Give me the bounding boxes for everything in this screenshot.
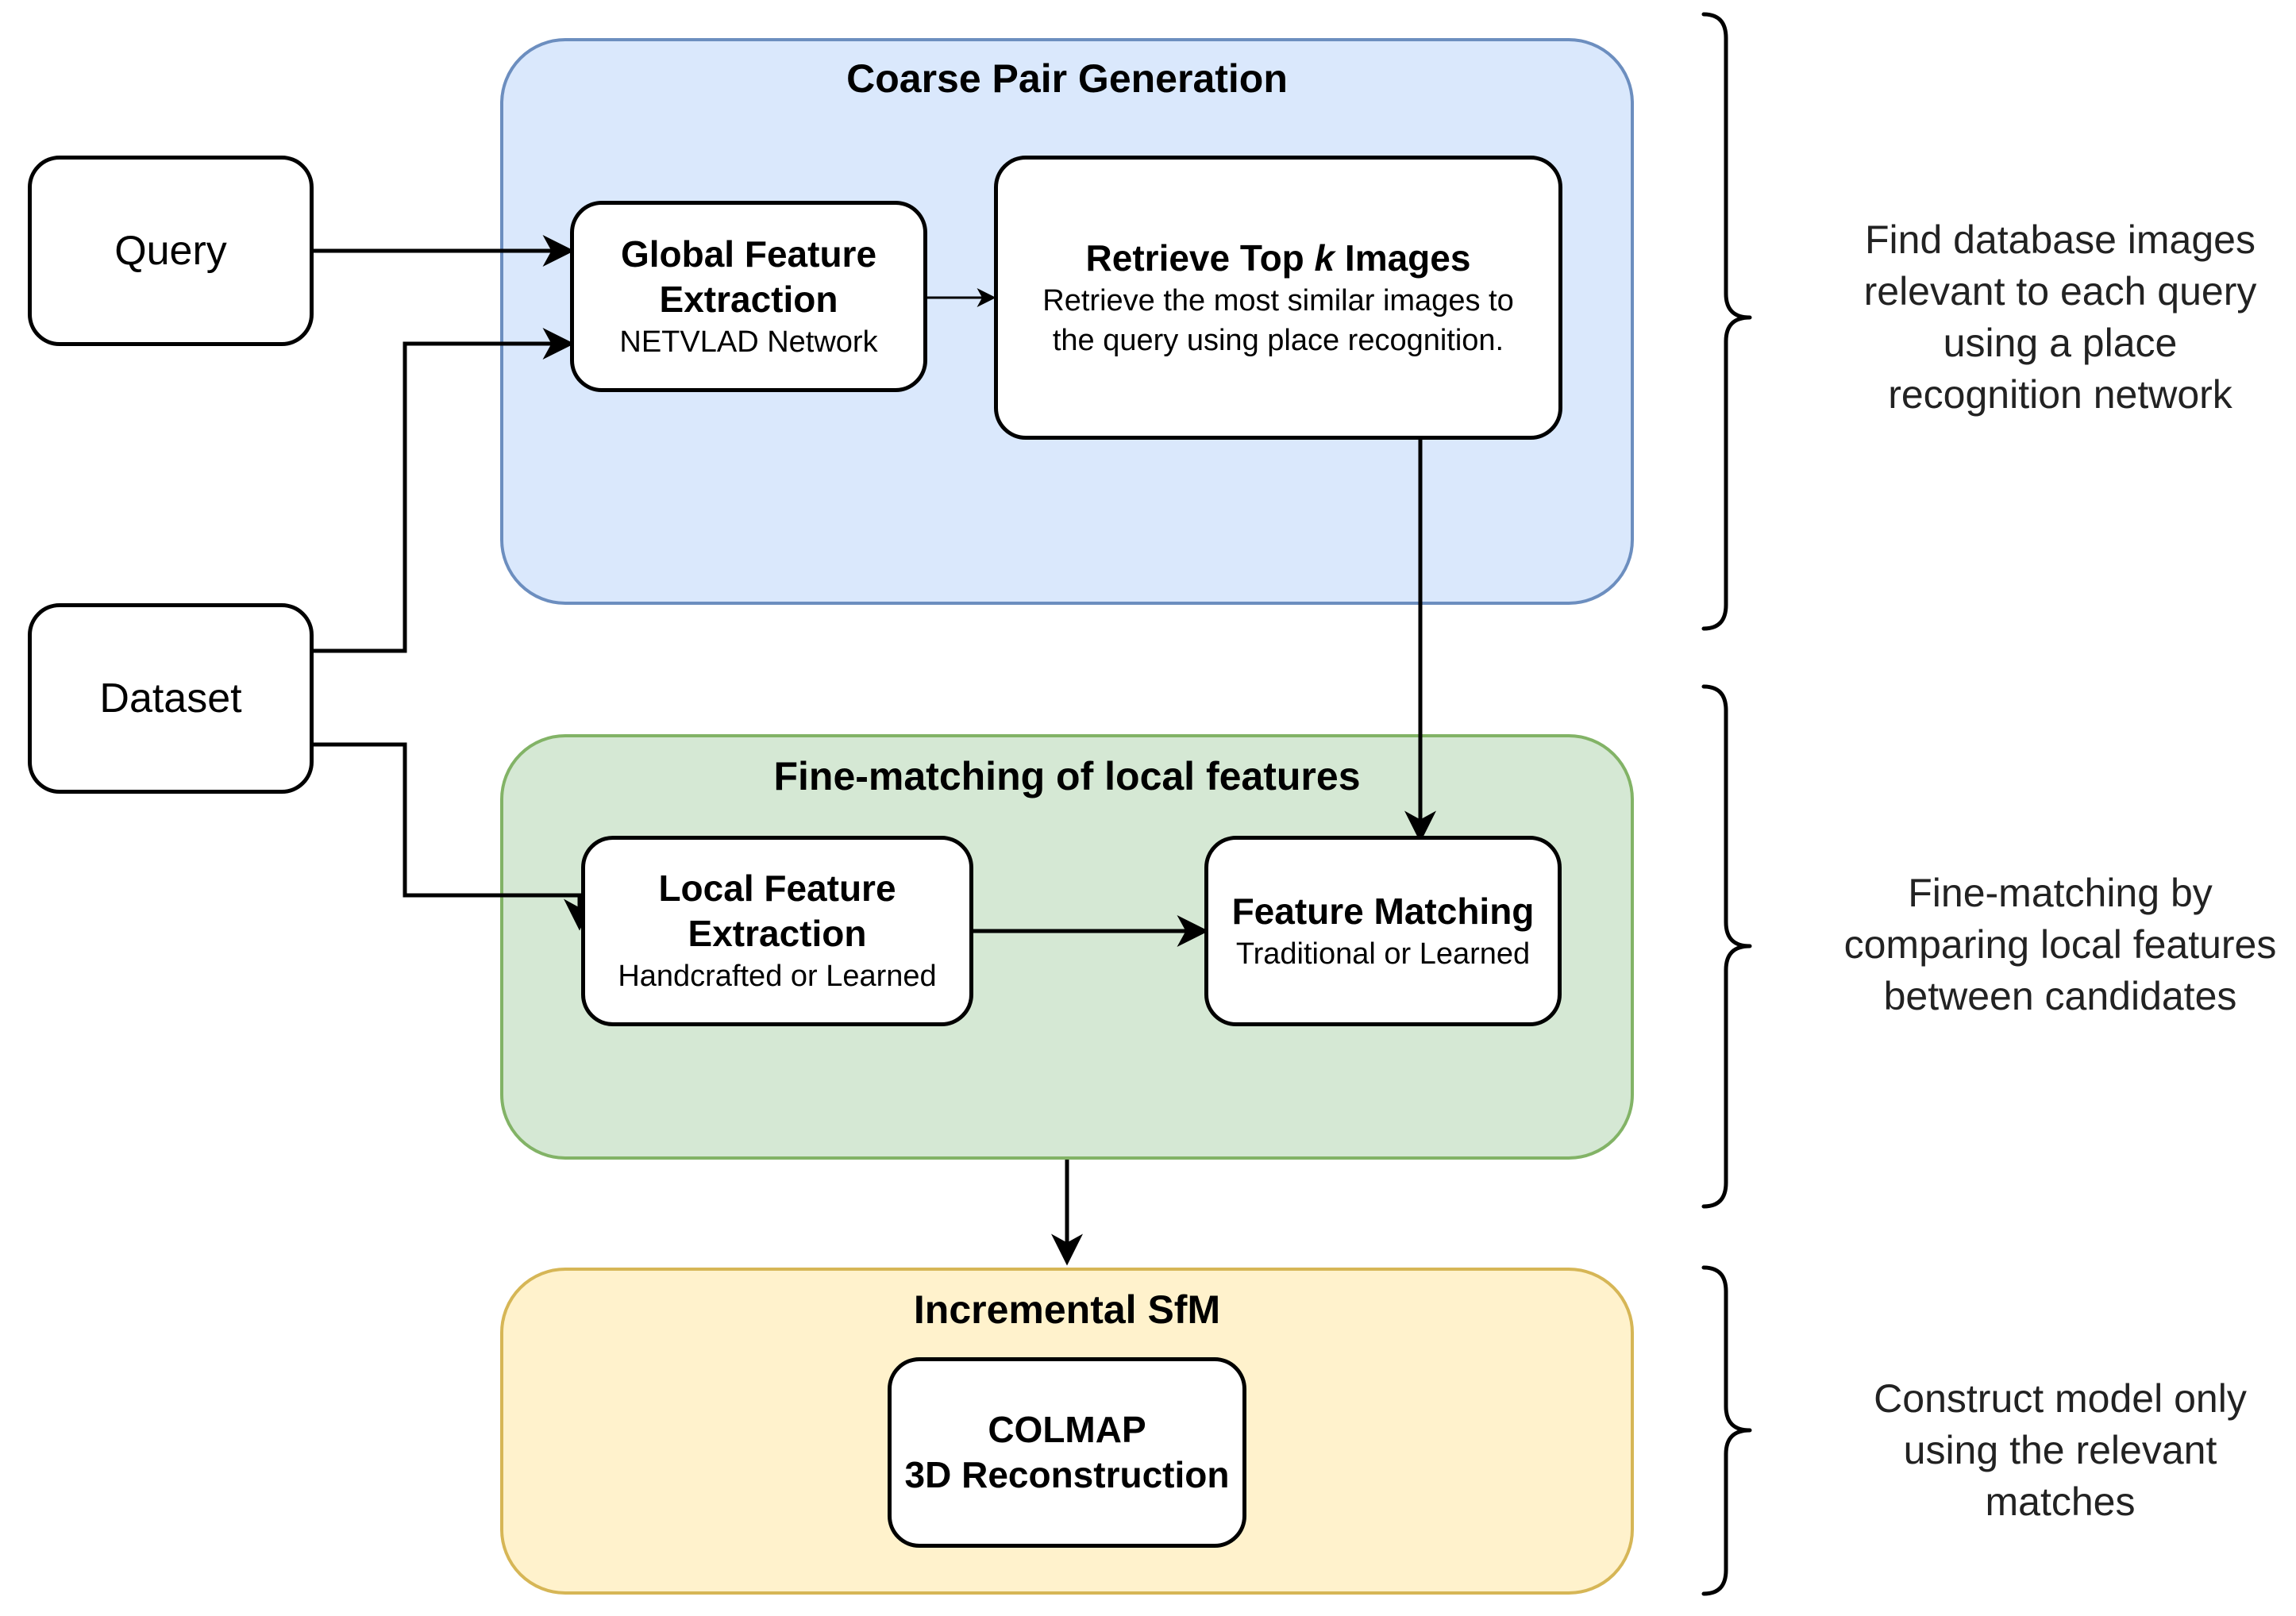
brace-fine	[1701, 684, 1752, 1209]
note-sfm-line: matches	[1985, 1479, 2136, 1524]
query-label: Query	[114, 228, 227, 274]
global-feature-subtitle: NETVLAD Network	[619, 325, 878, 359]
retrieve-title: Retrieve Top k Images	[1085, 237, 1471, 279]
feature-matching-box: Feature Matching Traditional or Learned	[1204, 836, 1562, 1026]
query-box: Query	[28, 156, 314, 346]
arrow-dataset-to-global	[312, 328, 575, 653]
note-fine: Fine-matching by comparing local feature…	[1759, 868, 2296, 1022]
note-coarse: Find database images relevant to each qu…	[1759, 214, 2296, 421]
note-coarse-line: using a place	[1943, 321, 2178, 365]
dataset-label: Dataset	[99, 675, 242, 721]
note-sfm-line: Construct model only	[1874, 1376, 2247, 1421]
colmap-line-1: COLMAP	[988, 1409, 1146, 1450]
dataset-box: Dataset	[28, 603, 314, 794]
note-fine-line: Fine-matching by	[1908, 871, 2213, 915]
retrieve-desc-line-2: the query using place recognition.	[1052, 323, 1504, 357]
note-sfm: Construct model only using the relevant …	[1759, 1373, 2296, 1528]
local-feature-title: Local Feature Extraction	[658, 868, 896, 954]
feature-matching-title: Feature Matching	[1231, 890, 1535, 932]
brace-coarse	[1701, 12, 1752, 631]
local-feature-extraction-box: Local Feature Extraction Handcrafted or …	[581, 836, 973, 1026]
note-sfm-line: using the relevant	[1903, 1428, 2217, 1472]
colmap-box: COLMAP 3D Reconstruction	[888, 1357, 1246, 1548]
colmap-line-2: 3D Reconstruction	[904, 1454, 1230, 1495]
brace-sfm	[1701, 1265, 1752, 1596]
note-coarse-line: recognition network	[1888, 372, 2232, 417]
retrieve-top-k-box: Retrieve Top k Images Retrieve the most …	[994, 156, 1562, 440]
local-feature-subtitle: Handcrafted or Learned	[618, 960, 937, 993]
note-coarse-line: Find database images	[1865, 217, 2256, 262]
note-fine-line: comparing local features	[1843, 922, 2277, 967]
note-fine-line: between candidates	[1883, 974, 2237, 1018]
fine-group-title: Fine-matching of local features	[773, 754, 1361, 798]
global-feature-extraction-box: Global Feature Extraction NETVLAD Networ…	[570, 201, 927, 392]
global-feature-title: Global Feature Extraction	[620, 233, 877, 320]
note-coarse-line: relevant to each query	[1863, 269, 2257, 314]
feature-matching-subtitle: Traditional or Learned	[1235, 937, 1531, 971]
coarse-group-title: Coarse Pair Generation	[846, 56, 1288, 101]
sfm-group-title: Incremental SfM	[913, 1287, 1221, 1332]
arrow-dataset-to-local	[312, 742, 595, 931]
retrieve-desc-line-1: Retrieve the most similar images to	[1042, 283, 1514, 317]
